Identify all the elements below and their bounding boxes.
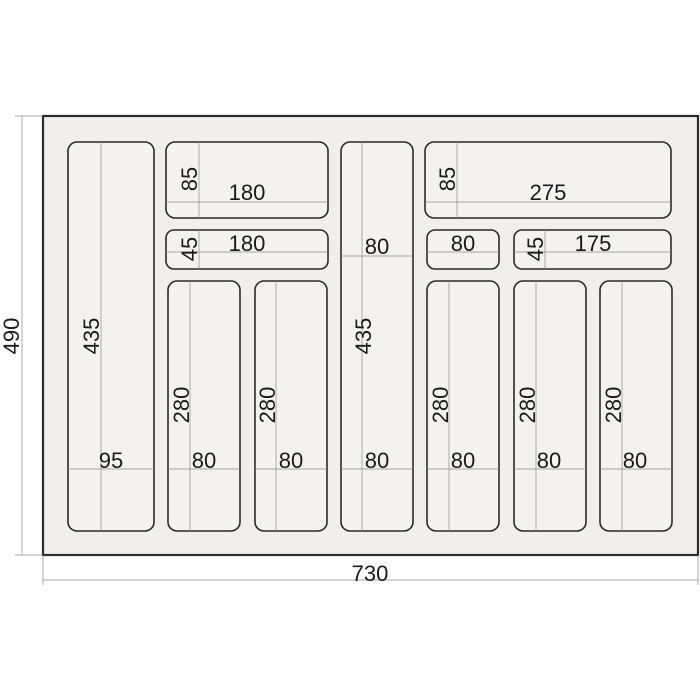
compartment-center-tall-width-top: 80 (365, 234, 389, 259)
compartment-left-tall-height: 435 (79, 318, 104, 355)
compartment-small-1-width: 80 (192, 448, 216, 473)
compartment-center-tall-width-bottom: 80 (365, 448, 389, 473)
compartment-top-right-height: 85 (435, 167, 460, 191)
overall-width-dimension: 730 (42, 555, 699, 586)
compartment-small-4: 280 80 (513, 280, 587, 532)
compartment-mid-left-width: 180 (229, 231, 266, 256)
compartment-small-2-height: 280 (255, 387, 280, 424)
compartment-small-1-height: 280 (169, 387, 194, 424)
compartment-top-left: 85 180 (165, 141, 329, 219)
compartment-top-right: 85 275 (424, 141, 672, 219)
compartment-top-left-height: 85 (177, 167, 202, 191)
compartment-small-2-width: 80 (279, 448, 303, 473)
compartment-center-tall-height: 435 (351, 318, 376, 355)
compartment-mid-right-small-width: 80 (451, 231, 475, 256)
compartment-left-tall: 435 95 (67, 141, 155, 532)
compartment-small-4-height: 280 (515, 387, 540, 424)
compartment-small-3: 280 80 (426, 280, 500, 532)
overall-height-label: 490 (0, 318, 24, 355)
compartment-small-1: 280 80 (167, 280, 241, 532)
compartment-small-5-width: 80 (623, 448, 647, 473)
compartment-top-left-width: 180 (229, 180, 266, 205)
overall-height-dimension: 490 (0, 115, 43, 556)
compartment-small-3-height: 280 (428, 387, 453, 424)
overall-width-label: 730 (352, 561, 389, 586)
compartment-small-5: 280 80 (599, 280, 673, 532)
compartment-mid-right-height: 45 (523, 237, 548, 261)
compartment-mid-right-small: 80 (426, 229, 500, 270)
compartment-mid-left-height: 45 (177, 237, 202, 261)
compartment-left-tall-width: 95 (99, 448, 123, 473)
compartment-mid-right: 45 175 (513, 229, 672, 270)
compartment-small-5-height: 280 (601, 387, 626, 424)
compartment-small-2: 280 80 (254, 280, 328, 532)
compartment-small-4-width: 80 (537, 448, 561, 473)
compartment-small-3-width: 80 (451, 448, 475, 473)
compartment-center-tall: 435 80 80 (340, 141, 414, 532)
compartment-mid-right-width: 175 (575, 231, 612, 256)
compartment-mid-left: 45 180 (165, 229, 329, 270)
compartment-top-right-width: 275 (530, 180, 567, 205)
